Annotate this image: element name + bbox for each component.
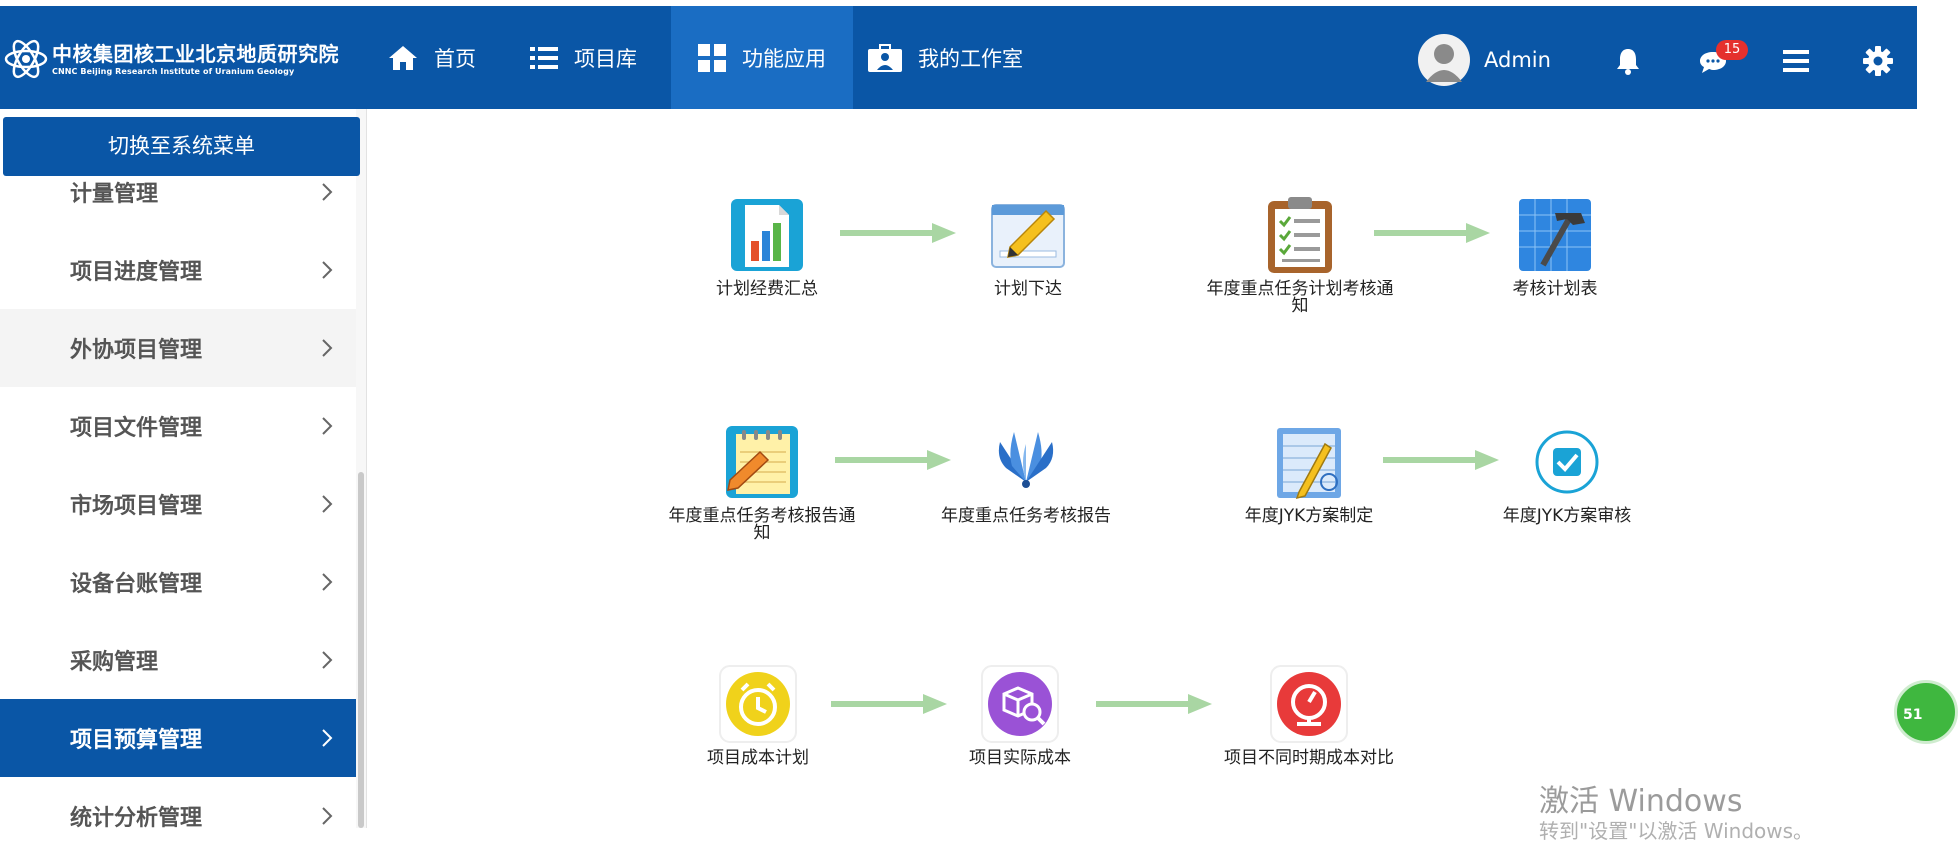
flow-key-task-report-notice[interactable]: 年度重点任务考核报告通知 xyxy=(662,422,862,542)
flow-label: 计划经费汇总 xyxy=(716,279,818,299)
logo-title-en: CNNC Beijing Research Institute of Urani… xyxy=(52,66,295,76)
nav-project-library[interactable]: 项目库 xyxy=(530,6,637,109)
flow-arrow-icon xyxy=(835,450,951,470)
flow-label: 计划下达 xyxy=(994,279,1062,299)
sidebar-item-label: 采购管理 xyxy=(70,650,159,675)
document-design-icon xyxy=(1277,428,1341,500)
flow-cost-comparison[interactable]: 项目不同时期成本对比 xyxy=(1209,664,1409,767)
sidebar-item-metering[interactable]: 计量管理 xyxy=(0,153,356,231)
logo[interactable]: 中核集团核工业北京地质研究院 CNNC Beijing Research Ins… xyxy=(4,34,339,84)
sidebar-item-label: 外协项目管理 xyxy=(70,338,203,363)
nav-home[interactable]: 首页 xyxy=(388,6,476,109)
sidebar-item-label: 设备台账管理 xyxy=(70,572,203,597)
bell-icon[interactable] xyxy=(1613,46,1643,76)
sidebar-item-outsourcing[interactable]: 外协项目管理 xyxy=(0,309,356,387)
sidebar-scroll-thumb[interactable] xyxy=(358,472,364,828)
check-circle-icon xyxy=(1535,430,1599,494)
nav-home-label: 首页 xyxy=(434,46,476,71)
top-navigation-bar: 中核集团核工业北京地质研究院 CNNC Beijing Research Ins… xyxy=(0,6,1917,109)
windows-activation-watermark: 激活 Windows xyxy=(1539,784,1743,819)
sidebar-scrollbar[interactable] xyxy=(356,109,366,828)
chevron-right-icon xyxy=(322,729,333,747)
switch-system-menu-button[interactable]: 切换至系统菜单 xyxy=(3,117,360,176)
home-icon xyxy=(389,45,417,70)
gear-icon[interactable] xyxy=(1863,46,1893,76)
chevron-right-icon xyxy=(322,807,333,825)
chevron-right-icon xyxy=(322,495,333,513)
sidebar-item-progress[interactable]: 项目进度管理 xyxy=(0,231,356,309)
flow-assessment-plan-table[interactable]: 考核计划表 xyxy=(1455,195,1655,298)
flow-label: 年度重点任务考核报告 xyxy=(941,506,1111,526)
sidebar-item-label: 项目预算管理 xyxy=(70,728,203,753)
nav-function-apps[interactable]: 功能应用 xyxy=(671,6,853,109)
alarm-clock-icon xyxy=(719,665,797,743)
chevron-right-icon xyxy=(322,261,333,279)
flow-arrow-icon xyxy=(1383,450,1499,470)
gauge-icon xyxy=(1270,665,1348,743)
list-icon xyxy=(530,46,558,69)
blueprint-hammer-icon xyxy=(1519,199,1591,271)
sidebar-item-budget[interactable]: 项目预算管理 xyxy=(0,699,356,777)
message-count-badge: 15 xyxy=(1716,40,1748,60)
flow-plan-issue[interactable]: 计划下达 xyxy=(928,195,1128,298)
grid-icon xyxy=(698,43,726,72)
chevron-right-icon xyxy=(322,339,333,357)
box-search-icon xyxy=(981,665,1059,743)
notepad-pencil-icon xyxy=(726,426,798,498)
nav-my-studio[interactable]: 我的工作室 xyxy=(868,6,1023,109)
sidebar-item-purchasing[interactable]: 采购管理 xyxy=(0,621,356,699)
windows-activation-hint: 转到"设置"以激活 Windows。 xyxy=(1539,819,1814,843)
flow-jyk-plan-review[interactable]: 年度JYK方案审核 xyxy=(1467,422,1667,525)
flow-plan-budget-summary[interactable]: 计划经费汇总 xyxy=(667,195,867,298)
sidebar-item-label: 计量管理 xyxy=(70,182,159,207)
chevron-right-icon xyxy=(322,573,333,591)
flow-arrow-icon xyxy=(1096,694,1212,714)
chevron-right-icon xyxy=(322,651,333,669)
clipboard-checklist-icon xyxy=(1268,197,1332,273)
user-name: Admin xyxy=(1484,48,1551,72)
user-menu[interactable]: Admin xyxy=(1418,34,1551,86)
sidebar: 切换至系统菜单 计量管理 项目进度管理 外协项目管理 项目文件管理 市场项目管理… xyxy=(0,109,367,831)
chevron-right-icon xyxy=(322,183,333,201)
flow-key-task-plan-notice[interactable]: 年度重点任务计划考核通知 xyxy=(1200,195,1400,315)
menu-icon[interactable] xyxy=(1781,46,1811,76)
flow-arrow-icon xyxy=(1374,223,1490,243)
sidebar-item-label: 项目进度管理 xyxy=(70,260,203,285)
logo-title-cn: 中核集团核工业北京地质研究院 xyxy=(52,41,339,66)
flow-label: 年度JYK方案审核 xyxy=(1502,506,1632,526)
flow-project-cost-plan[interactable]: 项目成本计划 xyxy=(658,664,858,767)
flow-label: 年度重点任务考核报告通知 xyxy=(668,506,856,543)
flow-label: 年度JYK方案制定 xyxy=(1244,506,1374,526)
flow-project-actual-cost[interactable]: 项目实际成本 xyxy=(920,664,1120,767)
flow-arrow-icon xyxy=(840,223,956,243)
function-flow-panel: 计划经费汇总 计划下达 年度重点任务计划考核通知 xyxy=(389,109,1917,828)
flow-label: 年度重点任务计划考核通知 xyxy=(1206,279,1394,316)
sidebar-item-equipment[interactable]: 设备台账管理 xyxy=(0,543,356,621)
floating-assistant-ball[interactable]: 51 xyxy=(1894,680,1958,744)
briefcase-icon xyxy=(868,43,902,72)
nav-function-apps-label: 功能应用 xyxy=(742,46,826,71)
sidebar-item-files[interactable]: 项目文件管理 xyxy=(0,387,356,465)
sidebar-item-statistics[interactable]: 统计分析管理 xyxy=(0,777,356,855)
pencil-notepad-icon xyxy=(991,204,1065,268)
nav-my-studio-label: 我的工作室 xyxy=(918,46,1023,71)
flow-label: 项目不同时期成本对比 xyxy=(1224,748,1394,768)
fan-icon xyxy=(998,432,1054,488)
flow-jyk-plan-formulation[interactable]: 年度JYK方案制定 xyxy=(1209,422,1409,525)
flow-arrow-icon xyxy=(831,694,947,714)
bar-chart-icon xyxy=(731,199,803,271)
avatar xyxy=(1418,34,1470,86)
sidebar-item-label: 项目文件管理 xyxy=(70,416,203,441)
nav-project-library-label: 项目库 xyxy=(574,46,637,71)
flow-key-task-report[interactable]: 年度重点任务考核报告 xyxy=(926,422,1126,525)
sidebar-item-market[interactable]: 市场项目管理 xyxy=(0,465,356,543)
sidebar-item-label: 市场项目管理 xyxy=(70,494,203,519)
chevron-right-icon xyxy=(322,417,333,435)
flow-label: 项目实际成本 xyxy=(969,748,1071,768)
atom-logo-icon xyxy=(4,39,48,79)
flow-label: 考核计划表 xyxy=(1512,279,1598,299)
sidebar-item-label: 统计分析管理 xyxy=(70,806,203,831)
flow-label: 项目成本计划 xyxy=(707,748,809,768)
